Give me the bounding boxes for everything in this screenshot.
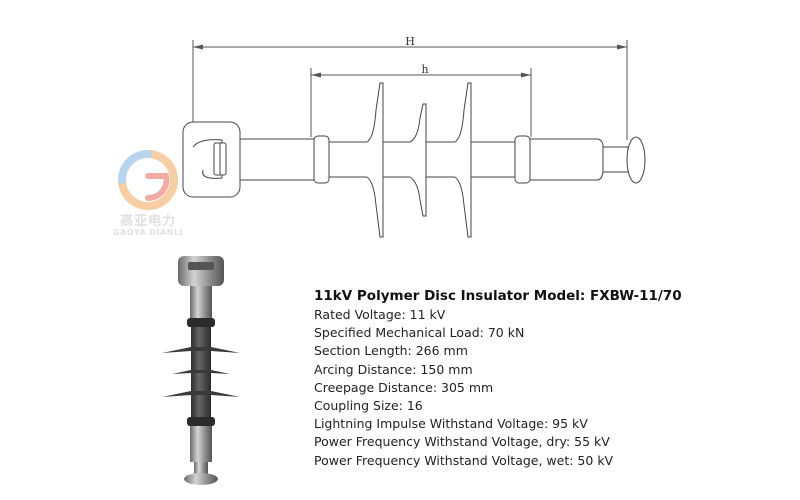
spec-rated-voltage: Rated Voltage: 11 kV <box>314 307 446 322</box>
spec-lightning-impulse: Lightning Impulse Withstand Voltage: 95 … <box>314 416 588 432</box>
spec-arcing-distance: Arcing Distance: 150 mm <box>314 361 473 377</box>
spec-title: 11kV Polymer Disc Insulator Model: FXBW-… <box>314 288 682 304</box>
specifications-block: 11kV Polymer Disc Insulator Model: FXBW-… <box>314 286 754 470</box>
photo-shed-2 <box>172 370 230 374</box>
spec-mechanical-load: Specified Mechanical Load: 70 kN <box>314 325 525 341</box>
ball-end-fitting <box>626 136 646 184</box>
dim-h-label: h <box>421 63 428 76</box>
rod-right <box>529 138 604 181</box>
logo-swirl-icon <box>118 150 178 210</box>
dim-H-right-arrow <box>617 44 627 50</box>
shed-2 <box>409 103 427 217</box>
rod-left <box>239 138 315 181</box>
dim-H-label: H <box>405 35 415 48</box>
logo-english-text: GAOYA DIANLI <box>113 228 183 237</box>
insulator-product-photo <box>162 256 240 485</box>
dim-H-left-arrow <box>193 44 203 50</box>
spec-power-frequency-dry: Power Frequency Withstand Voltage, dry: … <box>314 434 610 450</box>
dim-h-right-arrow <box>521 72 531 78</box>
spec-section-length: Section Length: 266 mm <box>314 343 468 359</box>
company-logo-watermark: 高亚电力 GAOYA DIANLI <box>108 148 188 243</box>
photo-shed-1 <box>162 347 240 353</box>
shed-1 <box>366 82 384 238</box>
logo-chinese-text: 高亚电力 <box>119 214 176 229</box>
spec-creepage-distance: Creepage Distance: 305 mm <box>314 379 494 395</box>
spec-power-frequency-wet: Power Frequency Withstand Voltage, wet: … <box>314 452 614 468</box>
dim-h-left-arrow <box>311 72 321 78</box>
insulator-technical-drawing: H h <box>182 35 646 238</box>
collar-left <box>313 135 330 184</box>
photo-upper-rod <box>190 286 212 318</box>
photo-clevis-fitting <box>178 256 224 286</box>
ball-neck <box>602 146 629 173</box>
shed-3 <box>454 82 472 238</box>
photo-lower-rod <box>190 426 212 462</box>
spec-coupling-size: Coupling Size: 16 <box>314 398 423 414</box>
collar-right <box>514 135 531 184</box>
photo-shed-3 <box>162 391 240 397</box>
photo-ball-fitting <box>184 473 218 485</box>
